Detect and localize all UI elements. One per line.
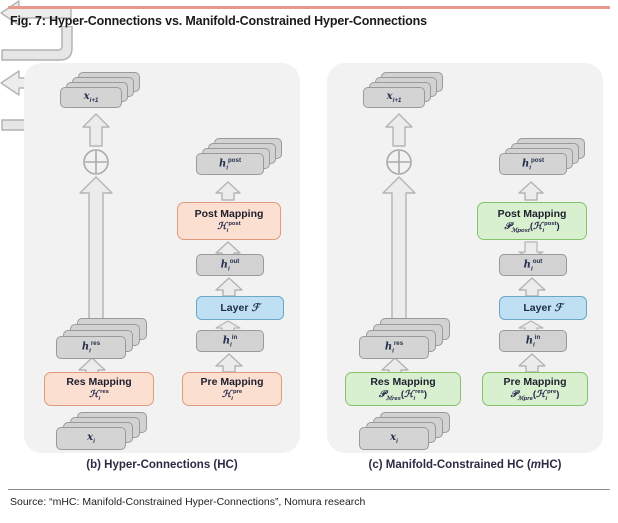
footer-divider: [8, 489, 610, 490]
box-layer-f-hc[interactable]: Layer ℱ: [196, 296, 284, 320]
node-label: xi: [390, 432, 398, 445]
mapping-formula: ℋipost: [217, 220, 241, 234]
arrow-up-to-output-hc: [82, 113, 110, 147]
node-x-out-mhc: xi+1: [363, 72, 449, 112]
node-label: xi: [87, 432, 95, 445]
junction-plus-hc: [82, 148, 110, 176]
mapping-label: Res Mapping: [370, 375, 436, 388]
node-h-out-mhc: hiout: [499, 254, 567, 276]
arrow-pre-mapping-to-hin-hc: [215, 353, 243, 373]
box-pre-mapping-mhc[interactable]: Pre Mapping 𝒫ℳpre(ℋipre): [482, 372, 588, 406]
node-label: xi+1: [83, 91, 99, 104]
mapping-formula: 𝒫ℳpre(ℋipre): [510, 388, 560, 402]
node-label: hiin: [222, 333, 238, 349]
arrow-up-to-output-mhc: [385, 113, 413, 147]
layer-label: Layer ℱ: [220, 302, 260, 314]
node-h-post-hc: hipost: [196, 138, 288, 180]
node-label: hipost: [218, 156, 242, 172]
node-h-res-mhc: hires: [359, 318, 455, 362]
box-res-mapping-hc[interactable]: Res Mapping ℋires: [44, 372, 154, 406]
node-h-out-hc: hiout: [196, 254, 264, 276]
node-h-in-hc: hiin: [196, 330, 264, 352]
arrow-post-mapping-to-hpost-mhc: [518, 181, 544, 201]
node-h-post-mhc: hipost: [499, 138, 591, 180]
source-note: Source: “mHC: Manifold-Constrained Hyper…: [10, 496, 366, 508]
mapping-label: Res Mapping: [66, 375, 132, 388]
node-label: hiout: [523, 257, 543, 273]
box-post-mapping-hc[interactable]: Post Mapping ℋipost: [177, 202, 281, 240]
node-x-in-hc: xi: [56, 412, 152, 454]
arrow-residual-trunk-hc: [79, 176, 113, 336]
node-h-in-mhc: hiin: [499, 330, 567, 352]
mapping-formula: ℋires: [89, 388, 109, 402]
layer-label: Layer ℱ: [523, 302, 563, 314]
node-x-in-mhc: xi: [359, 412, 455, 454]
mapping-formula: 𝒫ℳres(ℋires): [378, 388, 428, 402]
node-label: hires: [81, 340, 101, 355]
node-label: xi+1: [386, 91, 402, 104]
mapping-formula: 𝒫ℳpost(ℋipost): [504, 220, 560, 234]
arrow-pre-mapping-to-hin-mhc: [518, 353, 546, 373]
arrow-layer-to-hout-hc: [215, 277, 243, 297]
box-layer-f-mhc[interactable]: Layer ℱ: [499, 296, 587, 320]
junction-plus-mhc: [385, 148, 413, 176]
box-res-mapping-mhc[interactable]: Res Mapping 𝒫ℳres(ℋires): [345, 372, 461, 406]
caption-hyper-connections: (b) Hyper-Connections (HC): [86, 459, 238, 471]
node-x-out-hc: xi+1: [60, 72, 146, 112]
node-label: hiin: [525, 333, 541, 349]
arrow-post-mapping-to-hpost-hc: [215, 181, 241, 201]
mapping-label: Pre Mapping: [200, 375, 264, 388]
node-label: hipost: [521, 156, 545, 172]
title-rule: [8, 6, 610, 9]
mapping-formula: ℋipre: [221, 388, 243, 402]
figure-title: Fig. 7: Hyper-Connections vs. Manifold-C…: [10, 14, 427, 28]
connector-xin-to-pre-mapping-hc: [0, 26, 618, 70]
mapping-label: Post Mapping: [194, 207, 264, 220]
arrow-residual-trunk-mhc: [382, 176, 416, 336]
mapping-label: Pre Mapping: [503, 375, 567, 388]
arrow-layer-to-hout-mhc: [518, 277, 546, 297]
node-label: hiout: [220, 257, 240, 273]
caption-manifold-constrained-hc: (c) Manifold-Constrained HC (mHC): [368, 459, 562, 471]
node-label: hires: [384, 340, 404, 355]
box-pre-mapping-hc[interactable]: Pre Mapping ℋipre: [182, 372, 282, 406]
mapping-label: Post Mapping: [497, 207, 567, 220]
node-h-res-hc: hires: [56, 318, 152, 362]
box-post-mapping-mhc[interactable]: Post Mapping 𝒫ℳpost(ℋipost): [477, 202, 587, 240]
